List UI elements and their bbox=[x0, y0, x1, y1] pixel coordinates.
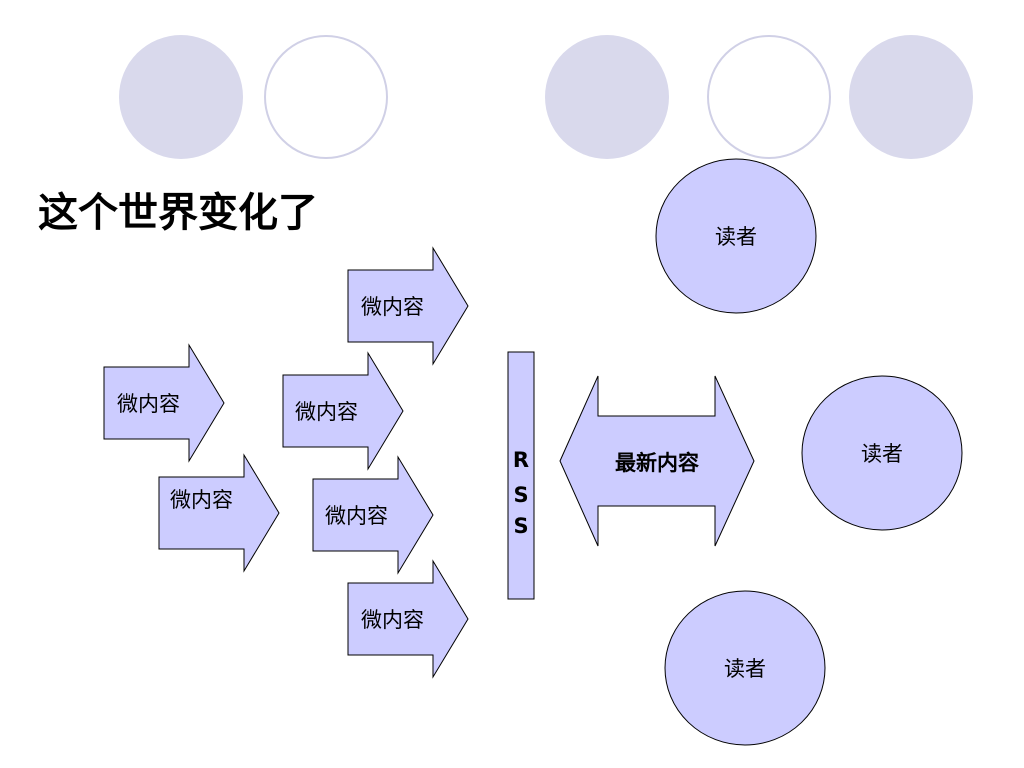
content-arrow-shape bbox=[158, 453, 280, 573]
reader-node: 读者 bbox=[655, 158, 817, 314]
reader-circle bbox=[664, 590, 826, 746]
content-arrow: 微内容 bbox=[312, 455, 434, 575]
rss-letter: S bbox=[513, 483, 528, 507]
deco-circle-filled bbox=[545, 35, 669, 159]
content-arrow-label: 微内容 bbox=[117, 392, 180, 416]
content-arrow-label: 微内容 bbox=[170, 488, 233, 512]
readers: 读者 读者 读者 bbox=[655, 158, 963, 746]
rss-letter: S bbox=[513, 514, 528, 538]
content-arrow: 微内容 bbox=[347, 246, 469, 366]
latest-content-label: 最新内容 bbox=[615, 451, 699, 475]
content-arrow-label: 微内容 bbox=[325, 504, 388, 528]
decorative-circles bbox=[119, 35, 973, 159]
latest-content-arrow-shape bbox=[559, 375, 755, 547]
rss-bar-shape bbox=[507, 351, 535, 600]
deco-circle-outline bbox=[707, 35, 831, 159]
reader-node: 读者 bbox=[801, 375, 963, 531]
reader-circle bbox=[801, 375, 963, 531]
deco-circle-outline bbox=[264, 35, 388, 159]
deco-circle-filled bbox=[849, 35, 973, 159]
content-arrow-shape bbox=[312, 455, 434, 575]
content-arrow-label: 微内容 bbox=[295, 400, 358, 424]
content-arrow: 微内容 bbox=[103, 343, 225, 463]
rss-letter: R bbox=[513, 448, 529, 472]
content-arrow-label: 微内容 bbox=[361, 608, 424, 632]
reader-circle bbox=[655, 158, 817, 314]
content-arrow-shape bbox=[347, 559, 469, 679]
deco-circle-filled bbox=[119, 35, 243, 159]
content-arrow: 微内容 bbox=[158, 453, 280, 573]
content-arrows: 微内容 微内容 微内容 微内容 微内容 微内容 bbox=[103, 246, 469, 679]
reader-label: 读者 bbox=[861, 442, 903, 466]
reader-label: 读者 bbox=[715, 225, 757, 249]
content-arrow-shape bbox=[282, 351, 404, 471]
reader-label: 读者 bbox=[724, 657, 766, 681]
content-arrow: 微内容 bbox=[282, 351, 404, 471]
content-arrow-shape bbox=[347, 246, 469, 366]
content-arrow-shape bbox=[103, 343, 225, 463]
content-arrow: 微内容 bbox=[347, 559, 469, 679]
reader-node: 读者 bbox=[664, 590, 826, 746]
content-arrow-label: 微内容 bbox=[361, 295, 424, 319]
page-title: 这个世界变化了 bbox=[38, 190, 318, 236]
latest-content-arrow: 最新内容 bbox=[559, 375, 755, 547]
rss-bar: R S S bbox=[507, 351, 535, 600]
